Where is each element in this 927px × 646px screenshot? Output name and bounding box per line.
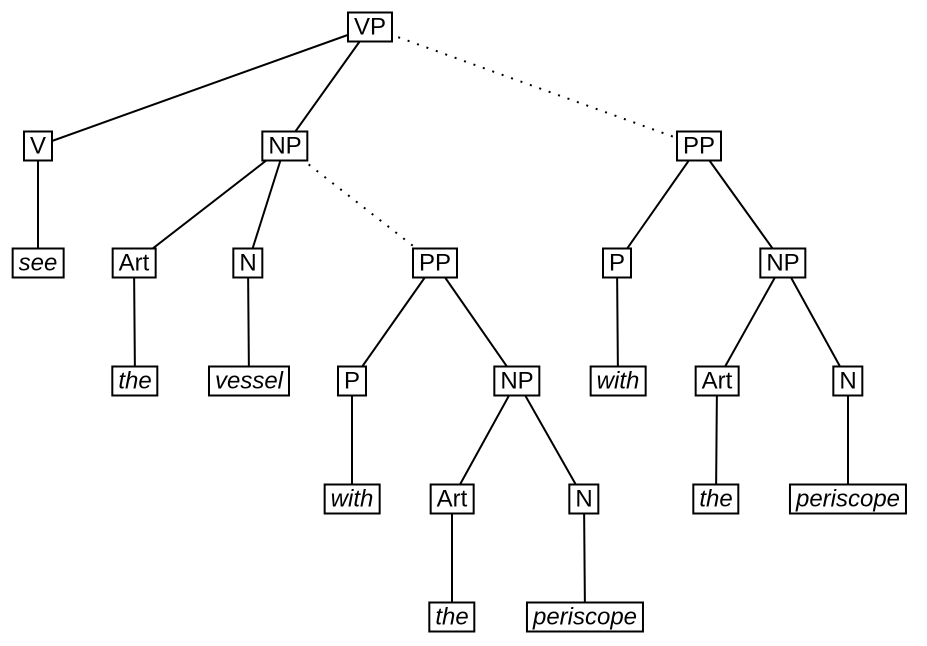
tree-node-vessel: vessel — [207, 365, 291, 397]
tree-node-np_r: NP — [759, 247, 807, 279]
tree-node-periscope_r: periscope — [788, 483, 908, 515]
tree-edge-np1-n1-solid — [247, 145, 286, 264]
tree-node-the_m: the — [428, 601, 476, 633]
tree-edge-pp_m-p_m-solid — [351, 262, 436, 382]
tree-edge-p_r-with_r-solid — [616, 262, 619, 382]
tree-node-vp: VP — [346, 11, 394, 43]
tree-edge-n1-vessel-solid — [247, 262, 250, 382]
tree-edge-np1-pp_m-dotted — [284, 145, 436, 264]
tree-edge-pp_r-p_r-solid — [616, 145, 700, 264]
tree-node-np_m: NP — [493, 365, 541, 397]
tree-edge-np1-art1-solid — [133, 145, 286, 264]
tree-node-see: see — [11, 247, 65, 279]
tree-node-np1: NP — [261, 130, 309, 162]
tree-node-art_m: Art — [429, 483, 475, 515]
tree-edge-pp_r-np_r-solid — [698, 145, 784, 264]
tree-edge-art1-the1-solid — [133, 262, 136, 382]
tree-node-n1: N — [232, 247, 264, 279]
tree-node-pp_m: PP — [411, 247, 459, 279]
tree-edge-np_m-art_m-solid — [451, 380, 518, 500]
tree-node-p_m: P — [336, 365, 368, 397]
tree-node-with_m: with — [323, 483, 381, 515]
tree-node-the_r: the — [692, 483, 740, 515]
tree-edge-vp-pp_r-dotted — [369, 26, 700, 147]
tree-edge-vp-np1-solid — [284, 26, 371, 147]
tree-edge-art_r-the_r-solid — [715, 380, 718, 500]
tree-node-v: V — [22, 130, 54, 162]
tree-node-periscope_m: periscope — [525, 601, 645, 633]
tree-node-pp_r: PP — [675, 130, 723, 162]
tree-node-n_m: N — [568, 483, 600, 515]
tree-node-p_r: P — [601, 247, 633, 279]
tree-edge-np_r-art_r-solid — [716, 262, 784, 382]
tree-node-art_r: Art — [694, 365, 740, 397]
tree-edge-np_r-n_r-solid — [782, 262, 849, 382]
tree-edge-n_m-periscope_m-solid — [583, 498, 586, 618]
tree-node-n_r: N — [832, 365, 864, 397]
tree-node-with_r: with — [589, 365, 647, 397]
tree-edge-vp-v-solid — [37, 26, 371, 147]
tree-edge-np_m-n_m-solid — [516, 380, 585, 500]
tree-node-art1: Art — [111, 247, 157, 279]
tree-node-the1: the — [111, 365, 159, 397]
tree-edge-pp_m-np_m-solid — [434, 262, 518, 382]
